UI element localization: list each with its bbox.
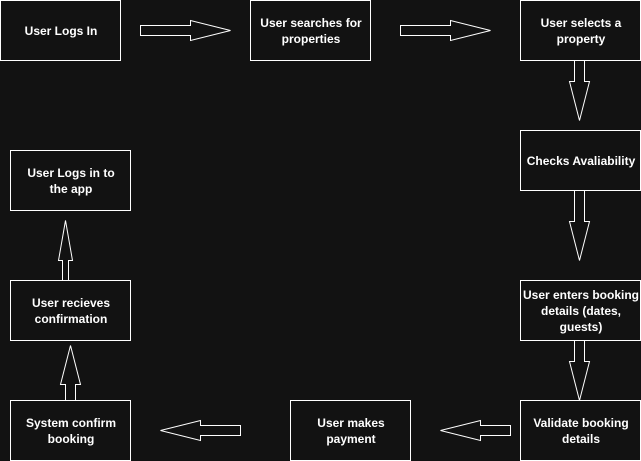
node-label-system-confirm: System confirm booking: [25, 416, 117, 446]
node-box-user-logs-in[interactable]: [0, 0, 121, 61]
arrow-up-2[interactable]: [57, 220, 74, 281]
node-label-user-searches: User searches for properties: [260, 16, 362, 46]
node-label-validate-booking: Validate booking details: [533, 416, 629, 446]
arrow-right-2[interactable]: [400, 19, 491, 42]
arrow-down-2[interactable]: [568, 190, 591, 261]
arrow-down-1[interactable]: [568, 60, 591, 121]
node-label-makes-payment: User makes payment: [317, 416, 385, 446]
node-label-enters-booking-details: User enters booking details (dates, gues…: [522, 288, 640, 334]
node-box-user-searches[interactable]: [250, 0, 371, 61]
arrow-up-1[interactable]: [59, 345, 82, 401]
arrow-right-1[interactable]: [140, 19, 231, 42]
arrow-left-1[interactable]: [440, 419, 511, 442]
node-label-user-logs-in: User Logs In: [24, 24, 98, 38]
node-box-logs-in-to-app[interactable]: [10, 150, 131, 211]
node-label-receives-confirmation: User recieves confirmation: [31, 296, 111, 326]
node-label-user-selects: User selects a property: [540, 16, 622, 46]
arrow-down-3[interactable]: [568, 340, 591, 401]
node-label-checks-availability: Checks Avaliability: [526, 154, 636, 168]
node-box-receives-confirmation[interactable]: [10, 280, 131, 341]
arrow-left-2[interactable]: [160, 419, 241, 442]
node-label-logs-in-to-app: User Logs in to the app: [27, 166, 115, 196]
